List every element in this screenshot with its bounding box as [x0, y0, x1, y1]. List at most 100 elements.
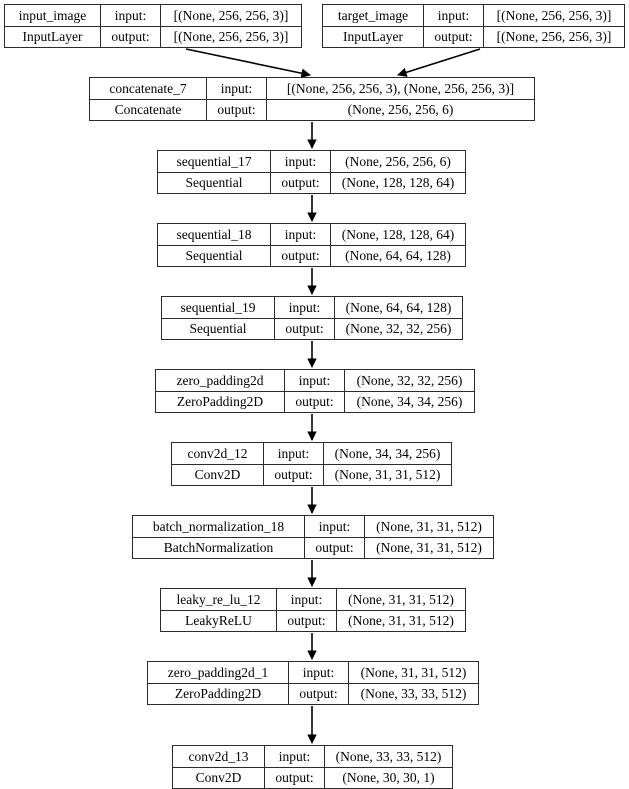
node-class-name: BatchNormalization — [133, 537, 305, 558]
node-class-name: Sequential — [158, 245, 271, 266]
node-output-label: output: — [424, 26, 484, 47]
node-class-name: InputLayer — [323, 26, 424, 47]
node-layer-name: input_image — [5, 5, 101, 26]
node-layer-name: conv2d_13 — [173, 746, 265, 767]
node-class-name: Conv2D — [173, 767, 265, 788]
node-output-label: output: — [271, 245, 331, 266]
node-input-shape: (None, 31, 31, 512) — [376, 518, 482, 534]
node-layer-name: sequential_17 — [158, 151, 271, 172]
node-input-label: input: — [305, 516, 365, 537]
node-output-shape: (None, 30, 30, 1) — [342, 770, 435, 785]
node-input-shape: (None, 34, 34, 256) — [334, 445, 441, 461]
node-class-name: ZeroPadding2D — [148, 683, 289, 704]
node-input-shape: [(None, 256, 256, 3)] — [496, 7, 612, 23]
node-layer-name: sequential_19 — [162, 297, 275, 318]
node-class-name: Conv2D — [172, 464, 264, 485]
node-output-shape: (None, 31, 31, 512) — [334, 467, 441, 482]
node-output-shape: (None, 33, 33, 512) — [360, 686, 467, 701]
node-input-shape: [(None, 256, 256, 3), (None, 256, 256, 3… — [286, 80, 515, 96]
node-output-shape: [(None, 256, 256, 3)] — [496, 29, 612, 44]
node-input-label: input: — [285, 370, 345, 391]
node-input-shape: (None, 256, 256, 6) — [345, 153, 451, 169]
node-output-label: output: — [277, 610, 337, 631]
edge-target_image-to-concatenate_7 — [397, 48, 481, 77]
node-input-shape: (None, 31, 31, 512) — [348, 591, 454, 607]
node-layer-name: batch_normalization_18 — [133, 516, 305, 537]
node-output-shape: (None, 256, 256, 6) — [347, 102, 454, 117]
node-output-shape: (None, 31, 31, 512) — [348, 613, 454, 628]
node-layer-name: zero_padding2d_1 — [148, 662, 289, 683]
node-class-name: LeakyReLU — [161, 610, 277, 631]
node-input-label: input: — [289, 662, 349, 683]
node-output-shape: (None, 31, 31, 512) — [376, 540, 482, 555]
node-input-label: input: — [207, 78, 267, 99]
node-output-label: output: — [264, 464, 324, 485]
node-layer-name: sequential_18 — [158, 224, 271, 245]
node-output-label: output: — [289, 683, 349, 704]
node-output-shape: (None, 32, 32, 256) — [345, 321, 452, 336]
node-input-shape: (None, 31, 31, 512) — [360, 664, 467, 680]
edge-input_image-to-concatenate_7 — [185, 48, 311, 78]
node-input-shape: (None, 33, 33, 512) — [335, 748, 442, 764]
node-output-label: output: — [207, 99, 267, 120]
node-input-shape: (None, 128, 128, 64) — [341, 226, 455, 242]
node-class-name: ZeroPadding2D — [156, 391, 285, 412]
node-input-label: input: — [275, 297, 335, 318]
node-input-label: input: — [101, 5, 161, 26]
node-output-label: output: — [271, 172, 331, 193]
node-output-label: output: — [305, 537, 365, 558]
node-input-label: input: — [265, 746, 325, 767]
node-output-shape: (None, 128, 128, 64) — [341, 175, 455, 190]
node-class-name: Sequential — [162, 318, 275, 339]
node-output-shape: (None, 34, 34, 256) — [356, 394, 463, 409]
node-input-label: input: — [271, 224, 331, 245]
node-input-label: input: — [277, 589, 337, 610]
node-output-label: output: — [285, 391, 345, 412]
node-output-shape: (None, 64, 64, 128) — [345, 248, 451, 263]
node-input-shape: [(None, 256, 256, 3)] — [173, 7, 289, 23]
node-layer-name: concatenate_7 — [90, 78, 207, 99]
node-input-shape: (None, 32, 32, 256) — [356, 372, 463, 388]
node-class-name: Sequential — [158, 172, 271, 193]
node-layer-name: zero_padding2d — [156, 370, 285, 391]
node-output-label: output: — [101, 26, 161, 47]
node-input-label: input: — [424, 5, 484, 26]
node-output-label: output: — [265, 767, 325, 788]
node-layer-name: leaky_re_lu_12 — [161, 589, 277, 610]
